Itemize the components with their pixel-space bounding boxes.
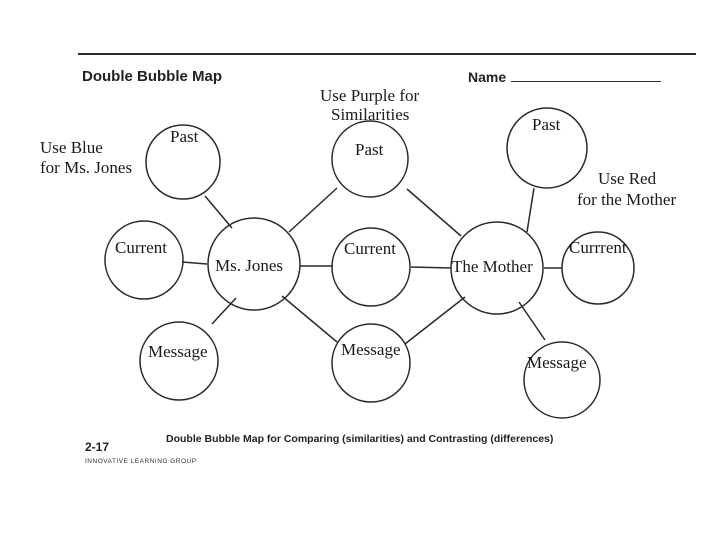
connector-mother-mid-past [406, 188, 462, 237]
blue-instruction-line2: for Ms. Jones [40, 158, 133, 177]
connector-mother-mid-current [410, 266, 452, 269]
bubble-right-past [506, 107, 588, 189]
connector-left-past [204, 195, 233, 229]
label-mid-current: Current [344, 239, 396, 258]
connector-right-message [518, 301, 546, 341]
page-title: Double Bubble Map [82, 68, 222, 85]
purple-instruction-line2: Similarities [331, 105, 410, 124]
label-left-past: Past [170, 127, 199, 146]
bubble-ms-jones [207, 217, 301, 311]
bubble-left-past [145, 124, 221, 200]
bubble-the-mother [450, 221, 544, 315]
red-instruction-line1: Use Red [598, 169, 657, 188]
label-right-past: Past [532, 115, 561, 134]
connector-ms-jones-mid-message [281, 295, 338, 343]
bubble-mid-current [331, 227, 411, 307]
connector-left-message [211, 297, 237, 325]
label-mid-past: Past [355, 140, 384, 159]
label-right-message: Message [527, 353, 587, 372]
publisher-name: Innovative Learning Group [85, 458, 197, 465]
bubble-left-message [139, 321, 219, 401]
connector-ms-jones-mid-past [288, 187, 338, 233]
label-mid-message: Message [341, 340, 401, 359]
label-right-current: Currrent [569, 238, 627, 257]
bubble-left-current [104, 220, 184, 300]
connector-mother-mid-message [404, 296, 466, 345]
top-rule [78, 53, 696, 55]
page-number: 2-17 [85, 440, 110, 454]
name-field-line[interactable] [511, 81, 661, 82]
figure-caption: Double Bubble Map for Comparing (similar… [166, 433, 554, 445]
red-instruction-line2: for the Mother [577, 190, 677, 209]
connector-left-current [181, 261, 208, 265]
blue-instruction-line1: Use Blue [40, 138, 103, 157]
bubble-mid-past [331, 120, 409, 198]
connector-right-past [526, 187, 535, 233]
name-label: Name [468, 69, 507, 85]
purple-instruction-line1: Use Purple for [320, 86, 420, 105]
label-the-mother: The Mother [452, 257, 533, 276]
label-ms-jones: Ms. Jones [215, 256, 284, 275]
bubble-right-current [561, 231, 635, 305]
label-left-message: Message [148, 342, 208, 361]
bubble-mid-message [331, 323, 411, 403]
label-left-current: Current [115, 238, 167, 257]
bubble-right-message [523, 341, 601, 419]
